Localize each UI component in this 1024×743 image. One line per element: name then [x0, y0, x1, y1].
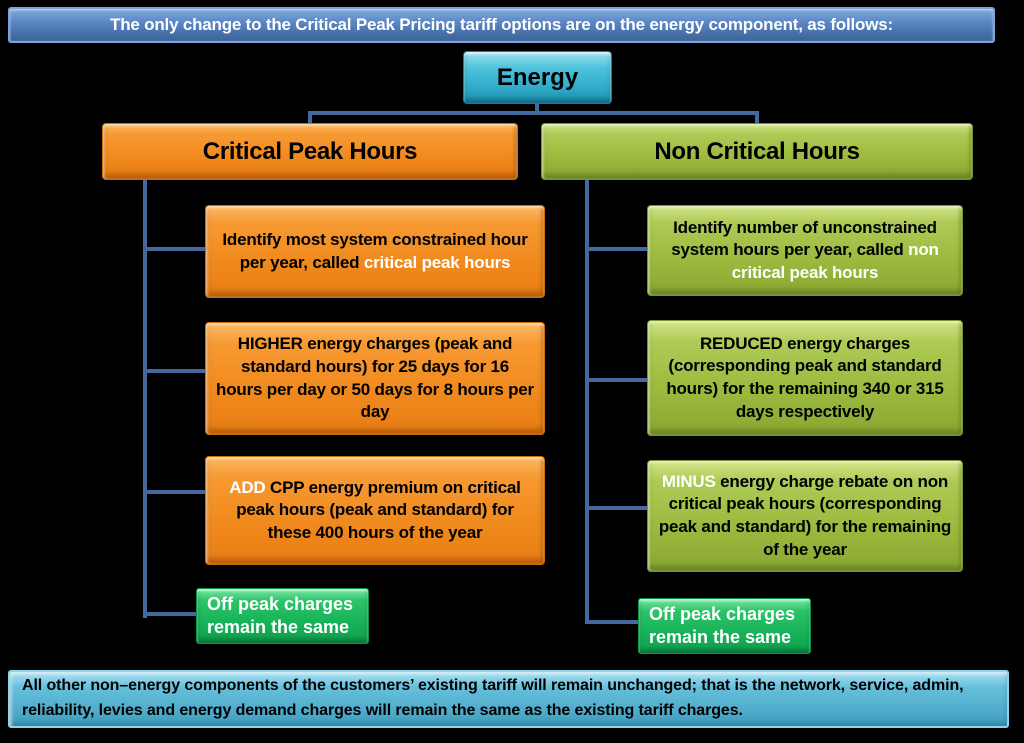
box-text-post: CPP energy premium on critical peak hour… — [236, 477, 521, 542]
connector-left-stub-3 — [143, 490, 205, 494]
connector-right-stub-2 — [585, 378, 647, 382]
critical-peak-hours-header-label: Critical Peak Hours — [202, 137, 418, 165]
box-text-highlight: critical peak hours — [363, 252, 511, 272]
box-text: Identify number of unconstrained system … — [658, 217, 952, 285]
box-text: ADD CPP energy premium on critical peak … — [216, 477, 534, 545]
connector-drop-left — [308, 111, 312, 124]
box-add-cpp-premium: ADD CPP energy premium on critical peak … — [205, 456, 545, 565]
connector-right-rail — [585, 179, 589, 624]
connector-left-stub-4 — [143, 612, 196, 616]
top-banner: The only change to the Critical Peak Pri… — [8, 7, 995, 43]
connector-split-horizontal — [308, 111, 759, 115]
box-text-pre: REDUCED energy charges (corresponding pe… — [666, 333, 944, 421]
box-text: REDUCED energy charges (corresponding pe… — [658, 333, 952, 423]
connector-right-stub-3 — [585, 506, 647, 510]
non-critical-hours-header: Non Critical Hours — [541, 123, 973, 180]
box-off-peak-right: Off peak charges remain the same — [638, 598, 811, 654]
box-identify-critical-peak-hours: Identify most system constrained hour pe… — [205, 205, 545, 298]
box-text-highlight: ADD — [229, 477, 266, 497]
off-peak-label: Off peak charges remain the same — [207, 593, 354, 637]
connector-right-stub-1 — [585, 247, 647, 251]
connector-drop-right — [755, 111, 759, 124]
energy-node-label: Energy — [496, 63, 579, 91]
connector-left-stub-1 — [143, 247, 205, 251]
box-identify-non-critical-hours: Identify number of unconstrained system … — [647, 205, 963, 296]
critical-peak-hours-header: Critical Peak Hours — [102, 123, 518, 180]
box-text: MINUS energy charge rebate on non critic… — [658, 471, 952, 561]
energy-node: Energy — [463, 51, 612, 104]
box-off-peak-left: Off peak charges remain the same — [196, 588, 369, 644]
box-text-pre: Identify most system constrained hour pe… — [222, 229, 528, 272]
connector-left-stub-2 — [143, 369, 205, 373]
box-text-post: energy charge rebate on non critical pea… — [658, 471, 952, 559]
box-text: HIGHER energy charges (peak and standard… — [216, 333, 534, 423]
bottom-banner-text: All other non–energy components of the c… — [22, 677, 964, 719]
box-text-pre: Identify number of unconstrained system … — [671, 217, 937, 260]
box-text-pre: HIGHER energy charges (peak and standard… — [216, 334, 534, 422]
box-text-highlight: non critical peak hours — [731, 240, 939, 282]
box-minus-energy-rebate: MINUS energy charge rebate on non critic… — [647, 460, 963, 572]
connector-energy-stub — [535, 103, 539, 113]
box-text-highlight: MINUS — [661, 471, 716, 491]
top-banner-text: The only change to the Critical Peak Pri… — [110, 15, 893, 34]
box-reduced-energy-charges: REDUCED energy charges (corresponding pe… — [647, 320, 963, 436]
non-critical-hours-header-label: Non Critical Hours — [654, 137, 860, 165]
bottom-banner: All other non–energy components of the c… — [8, 670, 1009, 728]
off-peak-label: Off peak charges remain the same — [649, 603, 796, 647]
box-text: Identify most system constrained hour pe… — [216, 229, 534, 274]
box-higher-energy-charges: HIGHER energy charges (peak and standard… — [205, 322, 545, 435]
connector-right-stub-4 — [585, 620, 638, 624]
connector-left-rail — [143, 179, 147, 618]
